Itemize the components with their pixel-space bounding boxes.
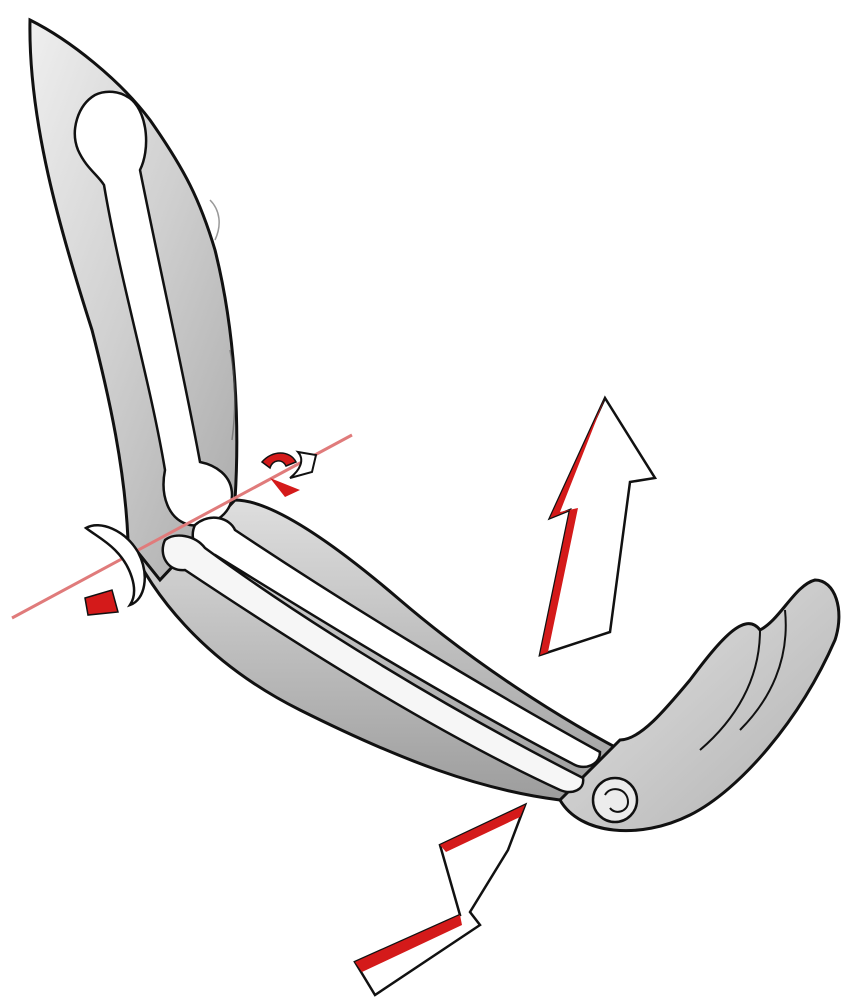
extension-arrow-icon — [355, 805, 525, 995]
wrist-knob — [593, 778, 637, 822]
rotation-arrow-icon — [262, 452, 316, 497]
flexion-arrow-icon — [540, 398, 655, 655]
